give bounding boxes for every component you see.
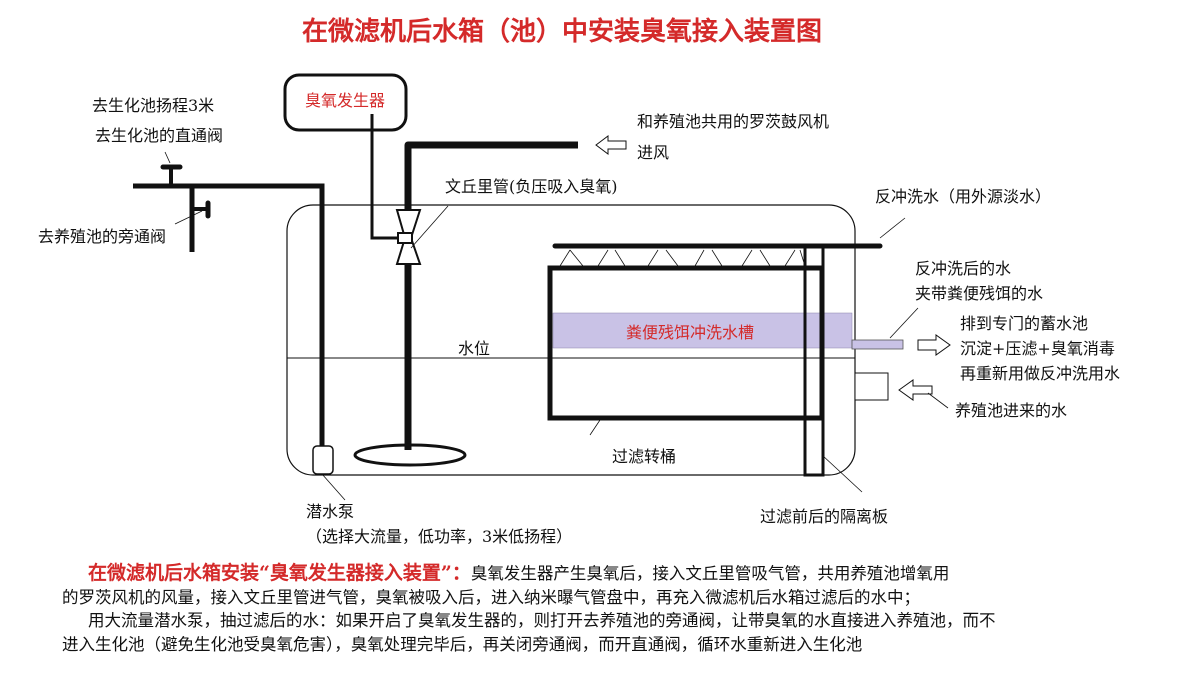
venturi-tube <box>395 209 422 265</box>
discharge-label-3: 再重新用做反冲洗用水 <box>960 364 1120 383</box>
ozone-generator-label: 臭氧发生器 <box>305 91 385 110</box>
description-line-1: 臭氧发生器产生臭氧后，接入文丘里管吸气管，共用养殖池增氧用 <box>470 564 950 583</box>
venturi-label: 文丘里管(负压吸入臭氧) <box>445 177 618 196</box>
inlet-port <box>854 372 889 401</box>
partition-leader <box>821 454 863 493</box>
nano-aeration-disc <box>353 443 467 467</box>
ozone-suction-pipe <box>370 114 398 240</box>
pump-label: 潜水泵 <box>306 502 354 521</box>
air-pipe <box>404 141 578 450</box>
discharge-arrow-icon <box>917 334 951 356</box>
submersible-pump-icon <box>312 445 334 475</box>
wash-trough <box>552 312 853 349</box>
bypass-valve-icon <box>192 200 211 219</box>
venturi-leader <box>410 205 449 249</box>
after-backwash-label-2: 夹带粪便残饵的水 <box>915 284 1043 303</box>
discharge-label-2: 沉淀+压滤+臭氧消毒 <box>960 339 1115 358</box>
description-line-3: 用大流量潜水泵，抽过滤后的水：如果开启了臭氧发生器的，则打开去养殖池的旁通阀，让… <box>88 611 996 630</box>
backwash-leader <box>879 217 906 239</box>
trough-outlet <box>851 339 904 350</box>
pump-note: （选择大流量，低功率，3米低扬程） <box>306 527 572 546</box>
straight-valve-leader <box>164 151 171 164</box>
inlet-label: 养殖池进来的水 <box>955 401 1067 420</box>
pump-outlet-pipe <box>133 183 325 448</box>
drum-leader <box>589 419 601 436</box>
inlet-arrow-icon <box>898 379 933 401</box>
bypass-valve-leader <box>174 210 203 225</box>
blower-label: 和养殖池共用的罗茨鼓风机 <box>637 112 829 131</box>
description-heading: 在微滤机后水箱安装“臭氧发生器接入装置”： <box>88 562 471 584</box>
ozone-generator-box <box>283 73 408 132</box>
trough-label: 粪便残饵冲洗水槽 <box>626 323 754 342</box>
spray-nozzles <box>559 249 806 267</box>
air-inlet-arrow-icon <box>595 135 627 155</box>
straight-valve-label: 去生化池的直通阀 <box>95 126 223 145</box>
discharge-label-1: 排到专门的蓄水池 <box>960 314 1088 333</box>
description-line-4: 进入生化池（避免生化池受臭氧危害），臭氧处理完毕后，再关闭旁通阀，而开直通阀，循… <box>62 634 863 654</box>
straight-valve-icon <box>160 164 183 186</box>
air-in-label: 进风 <box>637 143 669 162</box>
bypass-valve-label: 去养殖池的旁通阀 <box>38 227 166 246</box>
description-line-2: 的罗茨风机的风量，接入文丘里管进气管，臭氧被吸入后，进入纳米曝气管盘中，再充入微… <box>62 587 920 607</box>
description: 在微滤机后水箱安装“臭氧发生器接入装置”：臭氧发生器产生臭氧后，接入文丘里管吸气… <box>0 562 1203 656</box>
water-level-label: 水位 <box>458 339 490 358</box>
diagram-title: 在微滤机后水箱（池）中安装臭氧接入装置图 <box>302 16 822 47</box>
pump-leader <box>321 473 346 501</box>
inlet-leader <box>927 392 949 409</box>
after-backwash-label-1: 反冲洗后的水 <box>915 259 1011 278</box>
backwash-water-label: 反冲洗水（用外源淡水） <box>875 187 1051 206</box>
lift-label: 去生化池扬程3米 <box>92 96 214 115</box>
partition-label: 过滤前后的隔离板 <box>760 507 888 526</box>
after-backwash-leader <box>889 307 919 339</box>
partition-plate <box>803 244 825 477</box>
drum-label: 过滤转桶 <box>612 447 676 466</box>
